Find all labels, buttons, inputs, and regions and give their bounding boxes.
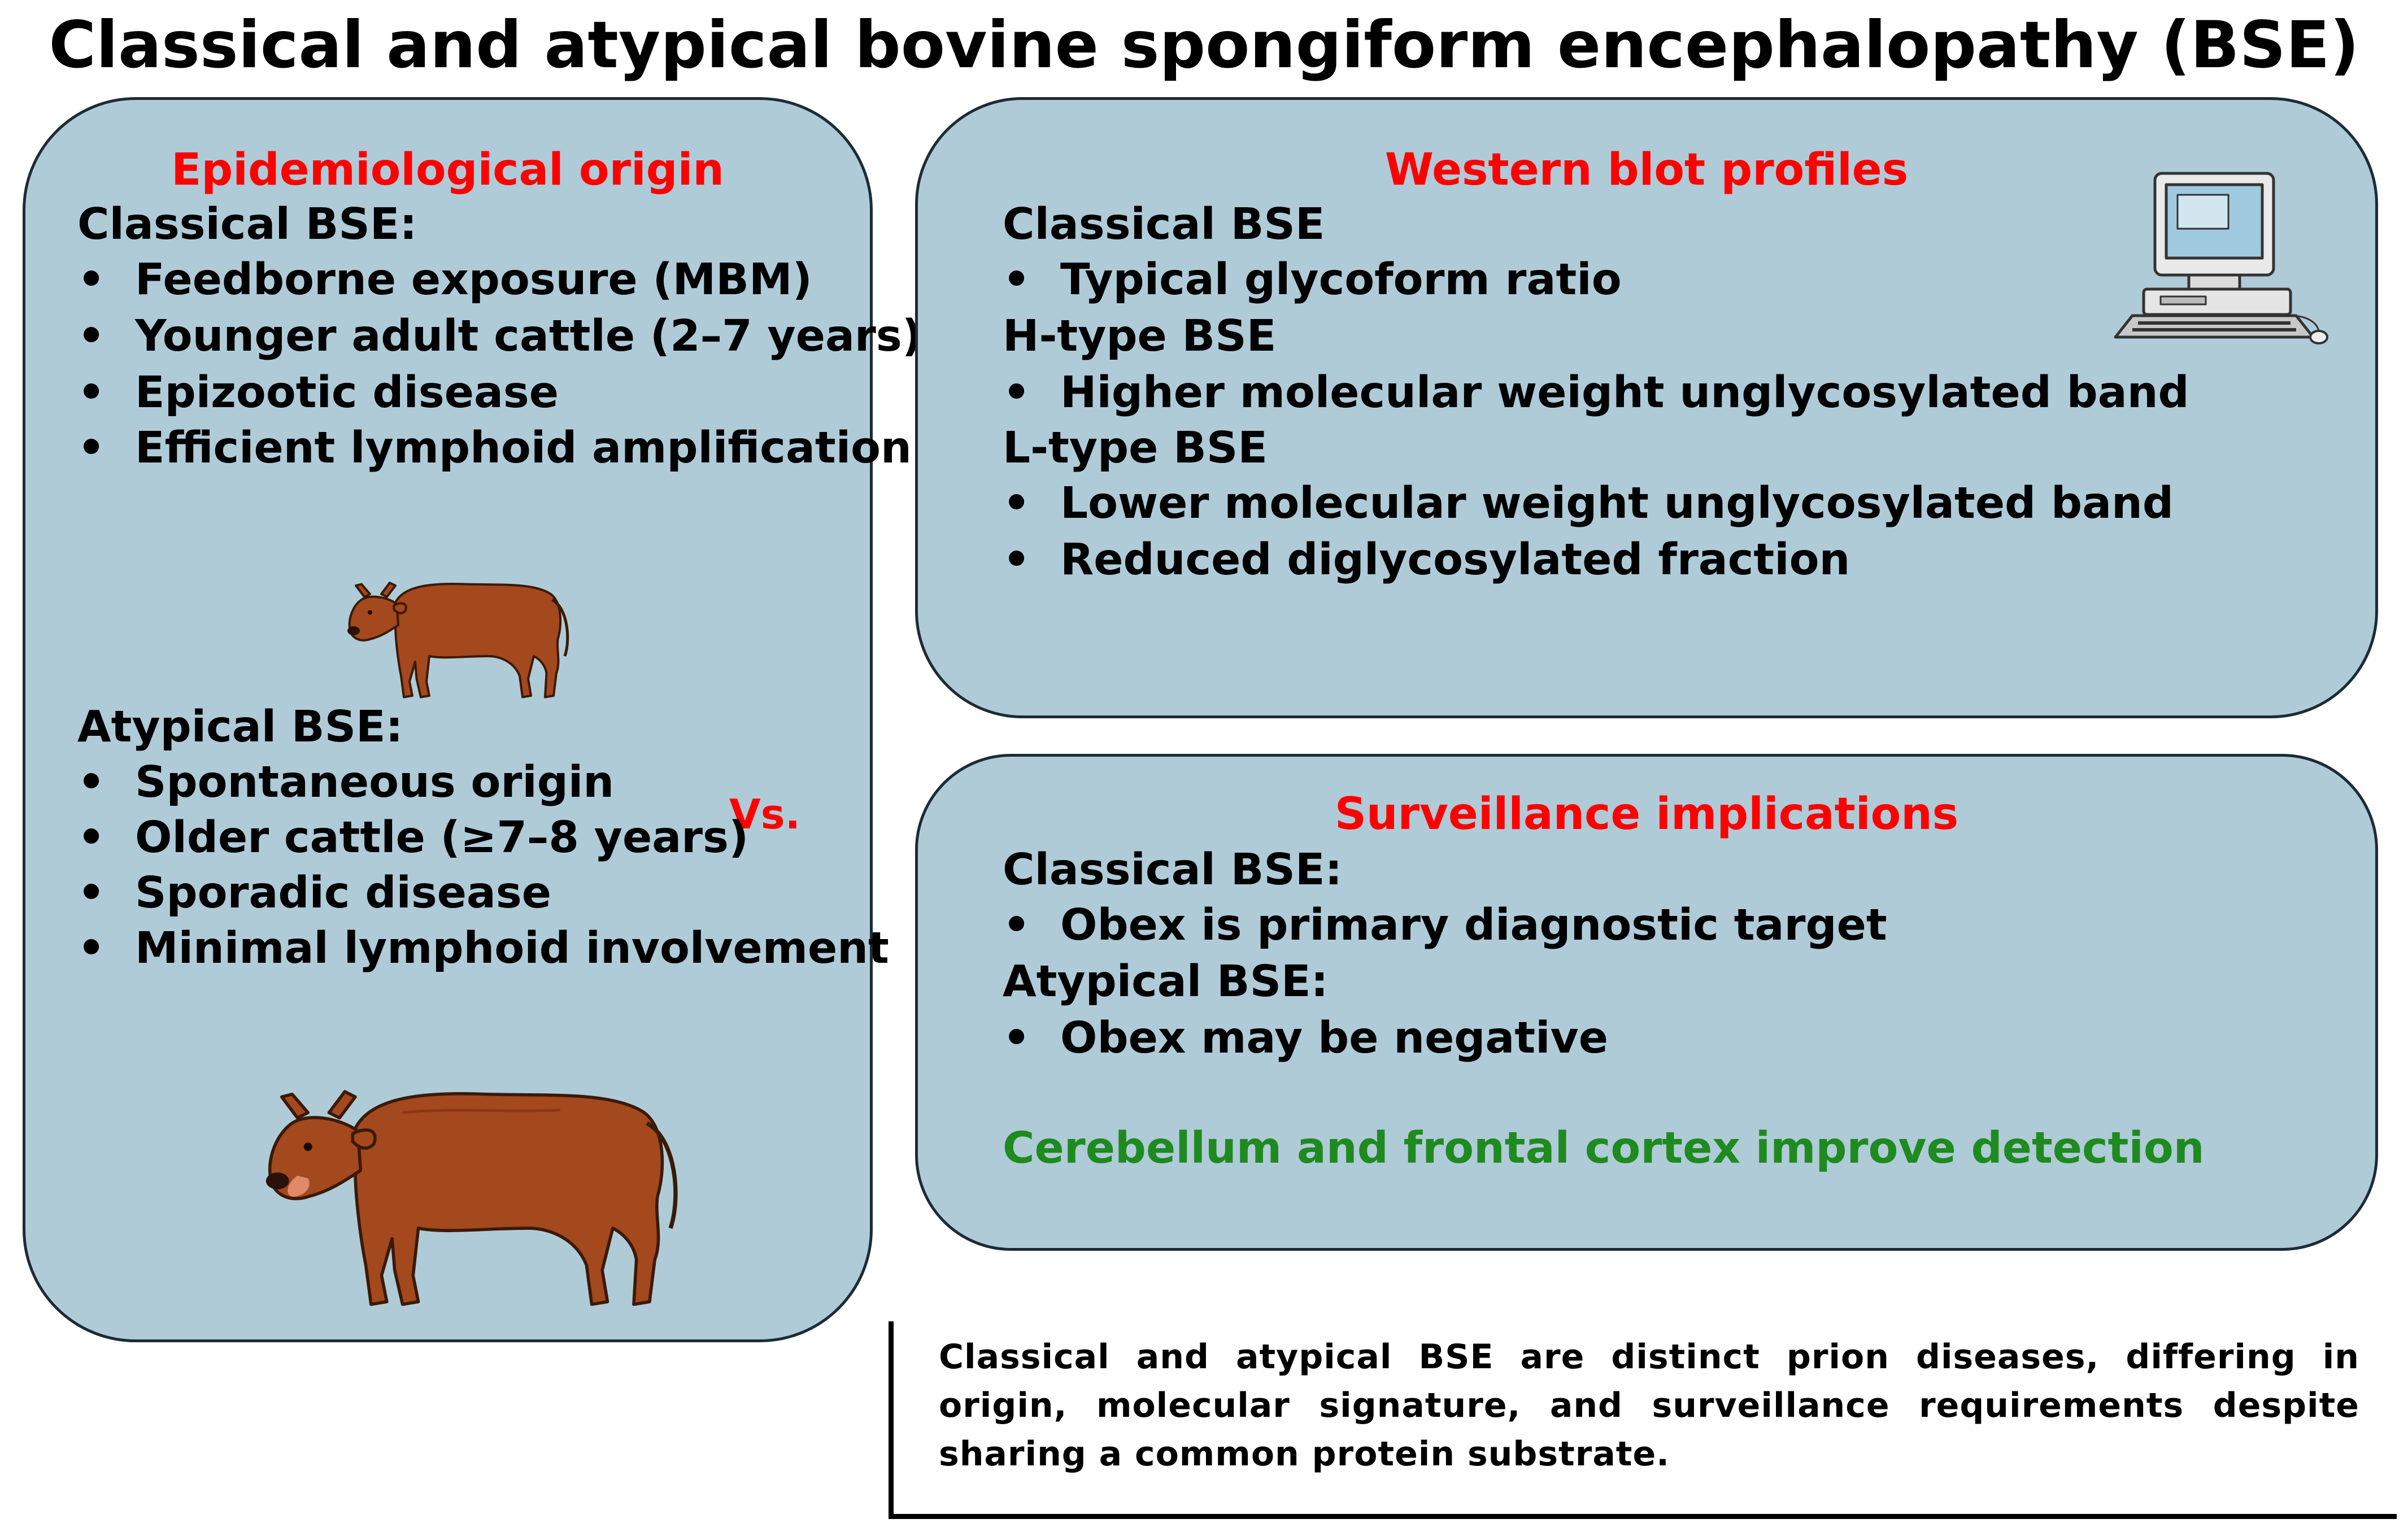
vs-label: Vs. [729,791,800,838]
atypical-heading: Atypical BSE: [77,702,403,752]
page-title: Classical and atypical bovine spongiform… [49,7,2359,82]
ltype-heading: L-type BSE [1003,423,1268,473]
surveillance-panel: Surveillance implications Classical BSE:… [915,754,2378,1251]
htype-heading: H-type BSE [1003,311,1277,361]
panel-title-western-blot: Western blot profiles [1384,145,1909,195]
cow-icon-small [347,582,569,699]
summary-text: Classical and atypical BSE are distinct … [939,1337,2359,1474]
western-blot-panel: Western blot profiles Classical BSE •Typ… [915,97,2378,718]
panel-title-epidemiological: Epidemiological origin [171,145,724,195]
classical-heading: Classical BSE: [77,199,417,250]
panel-title-surveillance: Surveillance implications [1334,789,1959,840]
cow-icon-large [265,1090,678,1306]
atypical-heading: Atypical BSE: [1003,957,1329,1007]
classical-heading: Classical BSE [1003,199,1325,250]
classical-heading: Classical BSE: [1003,845,1343,895]
detection-highlight: Cerebellum and frontal cortex improve de… [1003,1123,2205,1173]
computer-icon [2114,172,2328,344]
summary-note: Classical and atypical BSE are distinct … [889,1321,2397,1519]
epidemiological-origin-panel: Epidemiological origin Classical BSE: •F… [23,97,922,1342]
